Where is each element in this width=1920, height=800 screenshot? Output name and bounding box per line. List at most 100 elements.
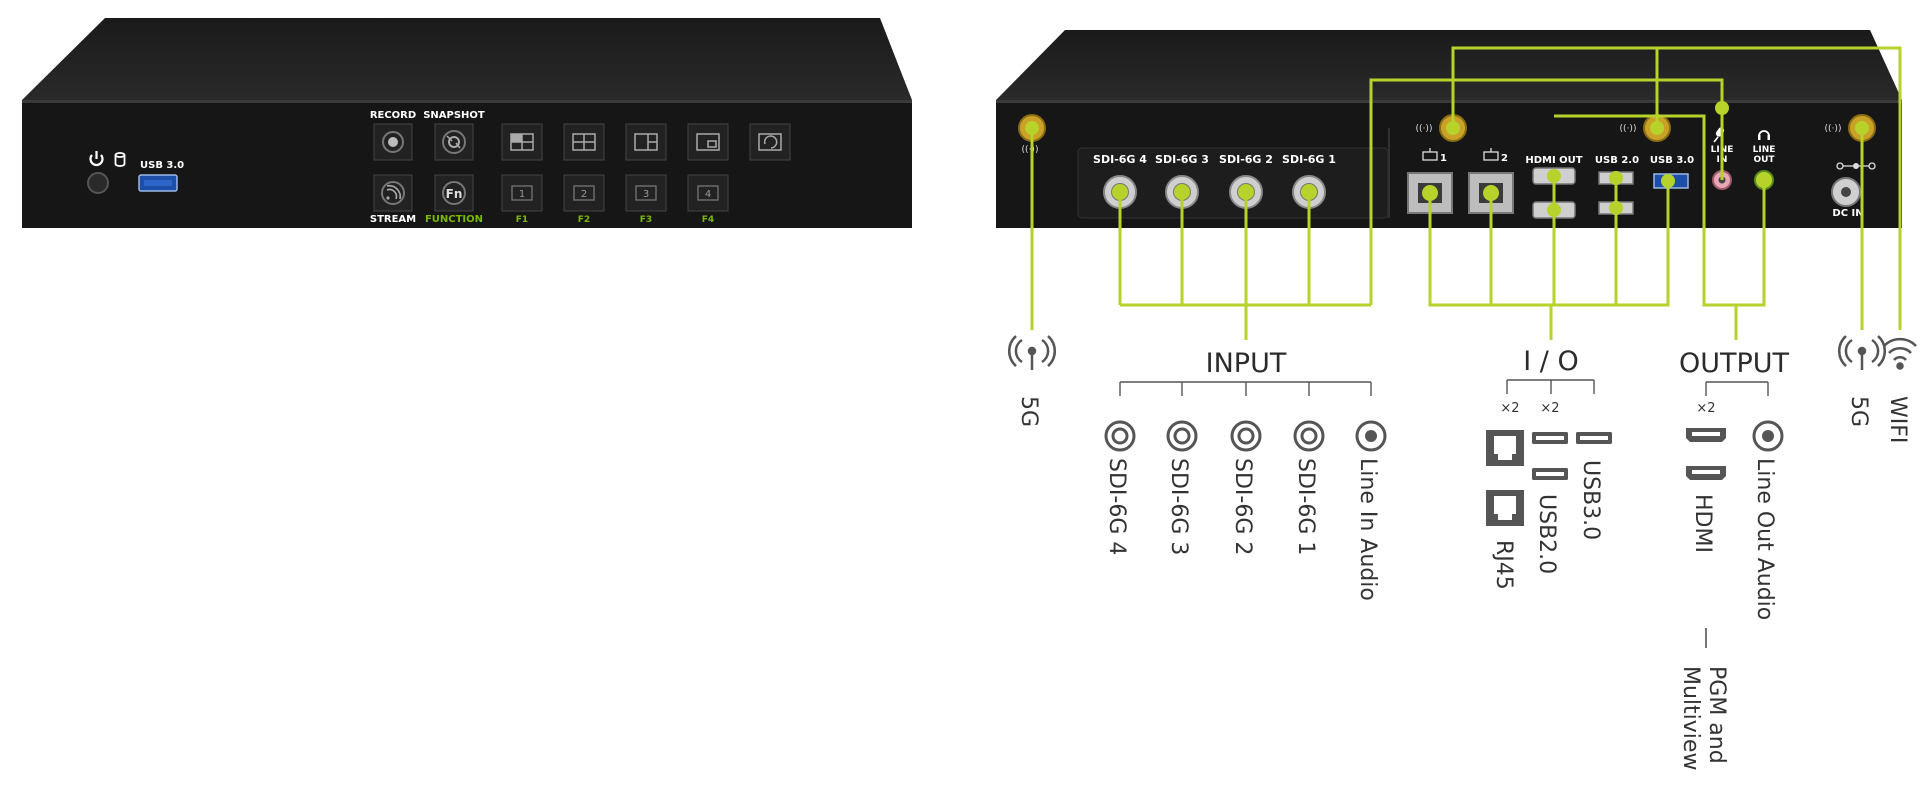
stream-button[interactable] — [373, 174, 413, 212]
connector-lines — [1030, 46, 1902, 340]
rear-chassis-top — [996, 30, 1902, 100]
dc-polarity-icon — [1836, 162, 1876, 170]
antenna-mark-icon: ((·)) — [1825, 124, 1842, 134]
antenna-icon — [1837, 335, 1887, 370]
antenna-mark-icon: ((·)) — [1416, 124, 1433, 134]
f3-button[interactable]: 3 — [625, 174, 667, 212]
record-label: RECORD — [370, 110, 416, 121]
function-label: FUNCTION — [425, 214, 483, 225]
output-item-hdmi: HDMI — [1690, 494, 1715, 553]
layout-button-5[interactable] — [749, 123, 791, 161]
power-button[interactable] — [87, 172, 109, 194]
f4-button[interactable]: 4 — [687, 174, 729, 212]
stream-icon — [381, 181, 405, 205]
input-item-sdi3: SDI-6G 3 — [1166, 458, 1191, 555]
lan-label-2: 2 — [1501, 153, 1508, 164]
snapshot-label: SNAPSHOT — [423, 110, 485, 121]
f1-number: 1 — [519, 189, 525, 200]
rj45-icon — [1486, 430, 1524, 466]
f1-button[interactable]: 1 — [501, 174, 543, 212]
input-title: INPUT — [1206, 348, 1287, 379]
lan-label-1: 1 — [1440, 153, 1447, 164]
stream-label: STREAM — [370, 214, 416, 225]
f1-label: F1 — [516, 215, 528, 225]
wifi-icon — [1883, 337, 1917, 370]
bnc-icon — [1104, 420, 1136, 452]
f2-button[interactable]: 2 — [563, 174, 605, 212]
usb3-label: USB 3.0 — [1650, 155, 1694, 166]
input-item-sdi4: SDI-6G 4 — [1104, 458, 1129, 555]
audio-jack-icon — [1355, 420, 1387, 452]
usb2-label: USB 2.0 — [1595, 155, 1639, 166]
front-usb-label: USB 3.0 — [140, 160, 184, 171]
f2-label: F2 — [578, 215, 590, 225]
bnc-icon — [1230, 420, 1262, 452]
layout-button-4[interactable] — [687, 123, 729, 161]
right-antenna-label: 5G — [1846, 396, 1871, 427]
input-item-sdi1: SDI-6G 1 — [1293, 458, 1318, 555]
dc-in-port[interactable] — [1831, 177, 1861, 207]
function-glyph: Fn — [446, 187, 463, 201]
line-out-label-1: LINE — [1753, 145, 1776, 155]
lan-icon — [1422, 148, 1438, 161]
io-bracket — [1506, 379, 1595, 394]
bnc-icon — [1166, 420, 1198, 452]
io-multiplier-rj45: ×2 — [1500, 401, 1519, 416]
input-item-sdi2: SDI-6G 2 — [1230, 458, 1255, 555]
layout-button-2[interactable] — [563, 123, 605, 161]
f3-label: F3 — [640, 215, 652, 225]
rj45-icon — [1486, 490, 1524, 526]
left-antenna-label: 5G — [1016, 396, 1041, 427]
antenna-icon — [1007, 335, 1057, 370]
antenna-mark-icon: ((·)) — [1620, 124, 1637, 134]
io-item-rj45: RJ45 — [1491, 540, 1516, 590]
f3-number: 3 — [643, 189, 649, 200]
f4-number: 4 — [705, 189, 711, 200]
f4-label: F4 — [702, 215, 714, 225]
connection-dots — [1025, 101, 1869, 217]
snapshot-button[interactable] — [434, 123, 474, 161]
hdmi-icon — [1686, 428, 1726, 442]
io-item-usb3: USB3.0 — [1578, 460, 1603, 540]
front-panel: USB 3.0 RECORD SNAPSHOT — [22, 18, 912, 228]
io-title: I / O — [1523, 346, 1578, 377]
power-icon — [89, 151, 104, 167]
input-bracket — [1119, 381, 1372, 396]
output-note-line-2: Multiview — [1678, 666, 1703, 770]
io-item-usb2: USB2.0 — [1534, 494, 1559, 574]
sdi-label-3: SDI-6G 3 — [1155, 153, 1209, 166]
output-bracket — [1705, 381, 1769, 396]
hdmi-icon — [1686, 466, 1726, 480]
sdi-label-2: SDI-6G 2 — [1219, 153, 1273, 166]
layout-pip-icon — [696, 133, 720, 151]
line-out-label-2: OUT — [1753, 155, 1775, 165]
front-usb-port[interactable] — [138, 174, 178, 192]
output-title: OUTPUT — [1679, 348, 1790, 379]
drive-icon — [114, 152, 126, 167]
output-item-line-out: Line Out Audio — [1752, 458, 1777, 620]
layout-button-3[interactable] — [625, 123, 667, 161]
audio-jack-icon — [1752, 420, 1784, 452]
sdi-label-4: SDI-6G 4 — [1093, 153, 1147, 166]
antenna-mark-icon: ((·)) — [1022, 145, 1039, 155]
usb-icon — [1576, 432, 1612, 444]
bnc-icon — [1293, 420, 1325, 452]
sdi-label-1: SDI-6G 1 — [1282, 153, 1336, 166]
record-button[interactable] — [373, 123, 413, 161]
record-icon — [382, 131, 404, 153]
wifi-label: WIFI — [1885, 396, 1910, 443]
layout-button-1[interactable] — [501, 123, 543, 161]
front-chassis-top — [22, 18, 912, 100]
headphone-icon — [1758, 130, 1770, 140]
output-multiplier-hdmi: ×2 — [1696, 401, 1715, 416]
snapshot-icon — [442, 130, 466, 154]
function-button[interactable]: Fn — [434, 174, 474, 212]
hdmi-out-label: HDMI OUT — [1525, 155, 1582, 166]
f2-number: 2 — [581, 189, 587, 200]
io-multiplier-usb2: ×2 — [1540, 401, 1559, 416]
lan-icon — [1483, 148, 1499, 161]
function-icon — [442, 181, 466, 205]
usb-icon — [1532, 468, 1568, 480]
layout-swap-icon — [758, 133, 782, 151]
